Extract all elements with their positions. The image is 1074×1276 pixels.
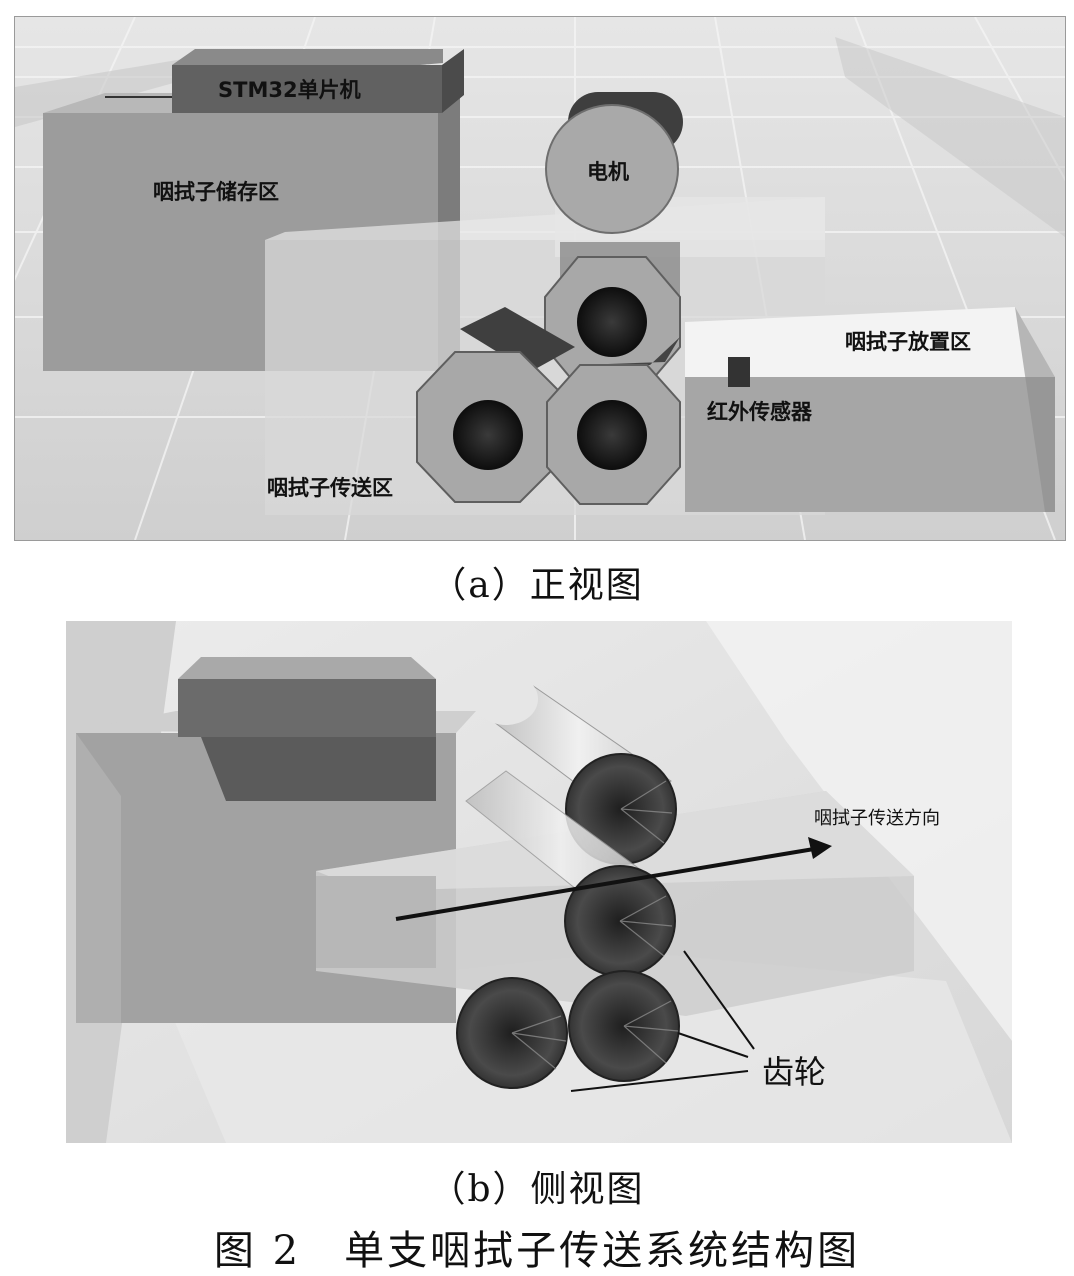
label-transfer-direction: 咽拭子传送方向 <box>814 808 940 829</box>
label-storage-zone: 咽拭子储存区 <box>153 180 279 204</box>
stm32-board <box>178 657 436 801</box>
label-motor: 电机 <box>587 160 629 184</box>
side-view-scene: 咽拭子传送方向 齿轮 <box>66 621 1012 1143</box>
roller-top <box>544 242 681 388</box>
roller-bottom-left <box>456 977 568 1089</box>
label-placement-zone: 咽拭子放置区 <box>845 330 971 354</box>
stm32-board <box>105 49 464 113</box>
roller-left <box>416 307 575 503</box>
motor <box>545 92 683 234</box>
front-view-panel: STM32单片机 咽拭子储存区 电机 咽拭子放置区 红外传感器 咽拭子传送区 <box>14 16 1066 541</box>
front-view-scene: STM32单片机 咽拭子储存区 电机 咽拭子放置区 红外传感器 咽拭子传送区 <box>15 17 1065 540</box>
placement-box <box>685 307 1055 512</box>
direction-arrow-icon <box>395 837 832 921</box>
label-transfer-zone: 咽拭子传送区 <box>267 476 393 500</box>
caption-side-view: （b）侧视图 <box>429 1169 645 1210</box>
label-gear: 齿轮 <box>762 1053 826 1091</box>
label-infrared-sensor: 红外传感器 <box>707 400 813 424</box>
roller-right <box>546 337 681 505</box>
roller-bottom-right <box>568 970 680 1082</box>
figure-title: 图 2 单支咽拭子传送系统结构图 <box>213 1228 861 1274</box>
gear-leader-lines <box>570 950 755 1092</box>
infrared-sensor-block <box>728 357 750 387</box>
side-view-panel: 咽拭子传送方向 齿轮 <box>66 621 1012 1143</box>
caption-front-view: （a）正视图 <box>430 565 644 606</box>
label-stm32: STM32单片机 <box>218 78 361 102</box>
